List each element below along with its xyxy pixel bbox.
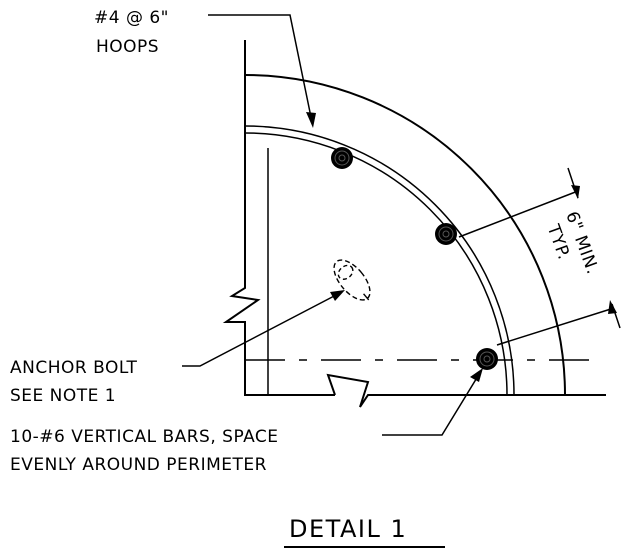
anchor-bolt-label-line1: ANCHOR BOLT: [10, 358, 137, 378]
bars-leader-arrowhead: [470, 368, 483, 382]
anchor-bolt-symbol: [333, 259, 371, 301]
rebar-bar: [476, 348, 498, 370]
dim-extension-upper: [458, 190, 579, 238]
hoops-label-line1: #4 @ 6": [94, 8, 169, 28]
hoops-leader: [208, 14, 313, 123]
dim-arrowhead-upper: [571, 185, 580, 199]
rebar-bar: [435, 223, 457, 245]
anchor-leader: [182, 293, 339, 367]
anchor-leader-arrowhead: [330, 290, 345, 301]
hoops-leader-arrowhead: [306, 112, 316, 128]
pier-outer-arc: [244, 74, 566, 396]
dim-extension-lower: [496, 307, 615, 346]
vertical-bars-label-line2: EVENLY AROUND PERIMETER: [10, 455, 267, 475]
dim-arrowhead-lower: [608, 300, 617, 314]
anchor-bolt-label-line2: SEE NOTE 1: [10, 386, 116, 406]
hoop-outer-arc: [244, 125, 515, 396]
bars-leader: [382, 375, 479, 436]
detail-title: DETAIL 1: [289, 515, 407, 543]
hoop-inner-arc: [244, 132, 508, 396]
vertical-bars-label-line1: 10-#6 VERTICAL BARS, SPACE: [10, 427, 279, 447]
hoops-label-line2: HOOPS: [96, 37, 159, 57]
pier-left-edge: [222, 40, 335, 396]
pier-bottom-edge: [326, 373, 606, 408]
rebar-bar: [331, 147, 353, 169]
